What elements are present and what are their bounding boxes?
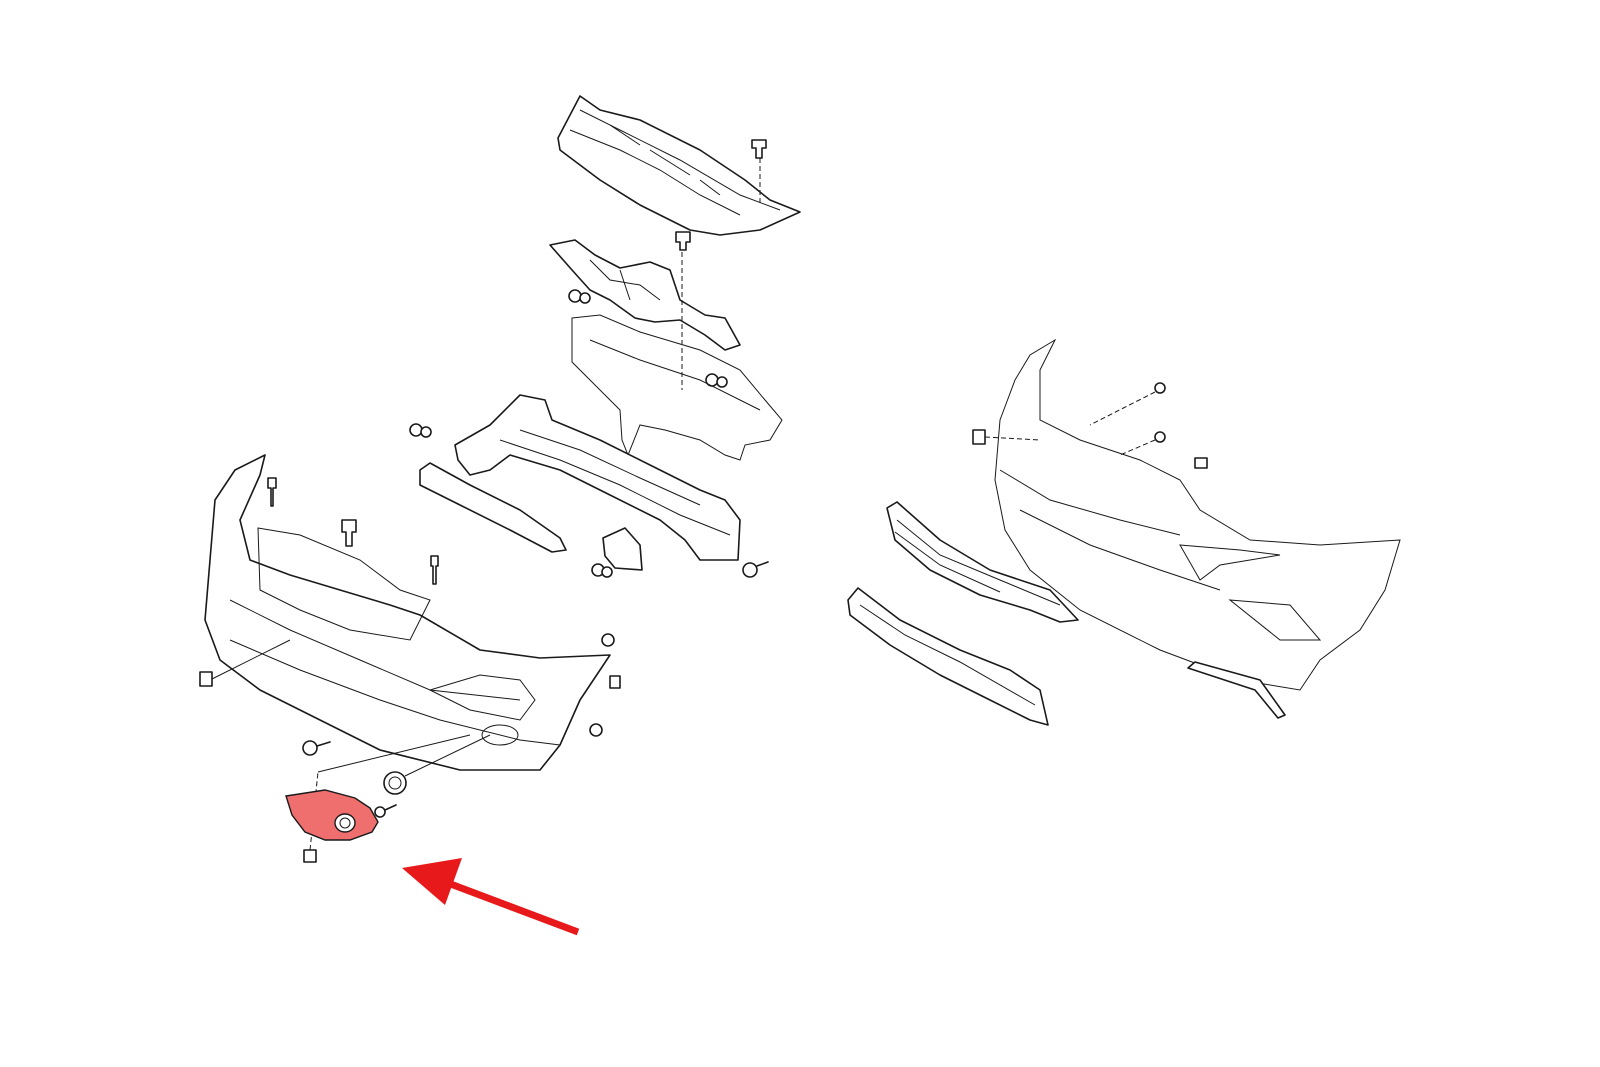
front-bumper-rear-view — [994, 338, 1401, 691]
bumper-reinforcement-beam — [454, 394, 741, 561]
upper-radiator-shield — [557, 95, 801, 236]
clip-fastener — [591, 563, 613, 578]
bracket-piece — [602, 527, 643, 571]
bolt-fastener — [341, 519, 357, 547]
bolt-fastener — [267, 477, 277, 507]
clip-fastener — [675, 231, 691, 390]
fog-lamp — [383, 734, 491, 795]
lower-grille — [847, 587, 1049, 726]
front-bumper-cover — [204, 454, 611, 771]
nut-fastener — [303, 734, 471, 863]
screw-fastener — [1089, 382, 1166, 426]
pointer-arrow — [402, 858, 580, 936]
clip-fastener — [972, 429, 1041, 445]
bolt-fastener — [589, 723, 603, 737]
clip-fastener — [1194, 457, 1208, 469]
clip-fastener — [705, 373, 728, 388]
clip-fastener — [568, 289, 591, 304]
upper-grille — [886, 501, 1079, 623]
bolt-fastener — [302, 740, 331, 756]
bolt-fastener — [742, 561, 769, 578]
bolt-fastener — [430, 555, 439, 585]
clip-fastener — [751, 139, 767, 205]
lower-stiffener — [419, 462, 567, 553]
screw-fastener — [1119, 431, 1166, 456]
clip-fastener — [409, 423, 432, 438]
clip-fastener — [609, 675, 621, 689]
clip-fastener — [199, 639, 291, 687]
clip-fastener — [601, 633, 615, 647]
fog-lamp-cover-highlighted — [285, 789, 379, 841]
screw-fastener — [374, 804, 397, 818]
side-molding — [1187, 661, 1286, 719]
energy-absorber — [571, 314, 783, 461]
upper-bracket — [549, 239, 741, 351]
